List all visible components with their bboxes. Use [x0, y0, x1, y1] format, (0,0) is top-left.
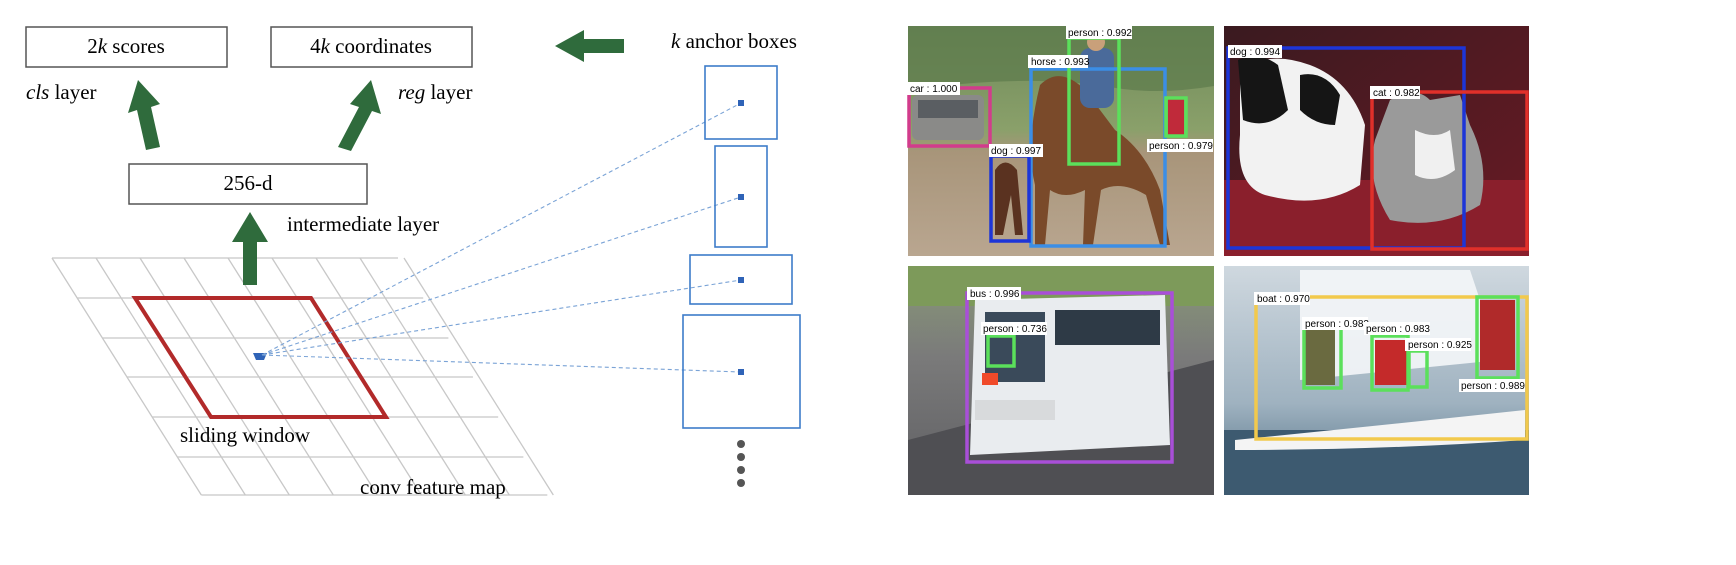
- det-label: bus : 0.996: [970, 289, 1020, 300]
- coordinates-box: [270, 26, 473, 68]
- anchor-box: [714, 145, 768, 248]
- bbox-person: [1164, 96, 1188, 138]
- bbox-bus: [965, 291, 1174, 464]
- anchor-boxes-label: k anchor boxes: [671, 29, 797, 53]
- sliding-window: [131, 296, 390, 419]
- det-label: cat : 0.982: [1373, 88, 1420, 99]
- anchor-projection-lines: [261, 102, 742, 373]
- intermediate-box-label: 256-d: [224, 171, 273, 195]
- cls-layer-label: cls layer: [26, 80, 97, 104]
- det-label: person : 0.989: [1461, 381, 1525, 392]
- rpn-diagram: 2k scores 4k coordinates cls layer reg l…: [25, 26, 801, 499]
- det-label: person : 0.992: [1068, 28, 1132, 39]
- bbox-cat: [1370, 90, 1529, 251]
- scores-box: [25, 26, 228, 68]
- det-label: dog : 0.994: [1230, 47, 1280, 58]
- scores-label: 2k scores: [87, 34, 165, 58]
- det-label: car : 1.000: [910, 84, 958, 95]
- detection-panel-2: [1224, 26, 1529, 256]
- det-label: person : 0.983: [1366, 324, 1430, 335]
- intermediate-layer-label: intermediate layer: [287, 212, 439, 236]
- coordinates-label: 4k coordinates: [310, 34, 432, 58]
- sliding-window-label: sliding window: [180, 423, 311, 447]
- bbox-dog: [1226, 46, 1466, 250]
- bbox-boat: [1254, 295, 1529, 441]
- detection-labels: car : 1.000 horse : 0.993 person : 0.992…: [907, 26, 1525, 392]
- det-label: horse : 0.993: [1031, 57, 1090, 68]
- bbox-horse: [1029, 67, 1167, 248]
- bbox-person: [1475, 295, 1520, 380]
- arrow-to-cls-icon: [128, 80, 160, 150]
- det-label: person : 0.736: [983, 324, 1047, 335]
- anchor-box: [689, 254, 793, 305]
- anchor-box: [704, 65, 778, 140]
- det-label: dog : 0.997: [991, 146, 1041, 157]
- arrow-to-reg-icon: [338, 80, 381, 151]
- det-label: person : 0.925: [1408, 340, 1472, 351]
- det-label: person : 0.983: [1305, 319, 1369, 330]
- det-label: person : 0.979: [1149, 141, 1213, 152]
- anchor-box: [682, 314, 801, 429]
- conv-feature-map-label: conv feature map: [360, 475, 506, 499]
- more-anchors-dots: [737, 440, 745, 487]
- bbox-person: [986, 334, 1016, 368]
- reg-layer-label: reg layer: [398, 80, 472, 104]
- arrows: [128, 30, 624, 285]
- arrow-to-anchors-icon: [555, 30, 624, 62]
- conv-feature-map-grid: [51, 257, 554, 496]
- intermediate-box: [128, 163, 368, 205]
- arrow-up-intermediate-icon: [232, 212, 268, 285]
- det-label: boat : 0.970: [1257, 294, 1310, 305]
- anchor-centers: [738, 100, 744, 375]
- anchor-boxes: [682, 65, 801, 429]
